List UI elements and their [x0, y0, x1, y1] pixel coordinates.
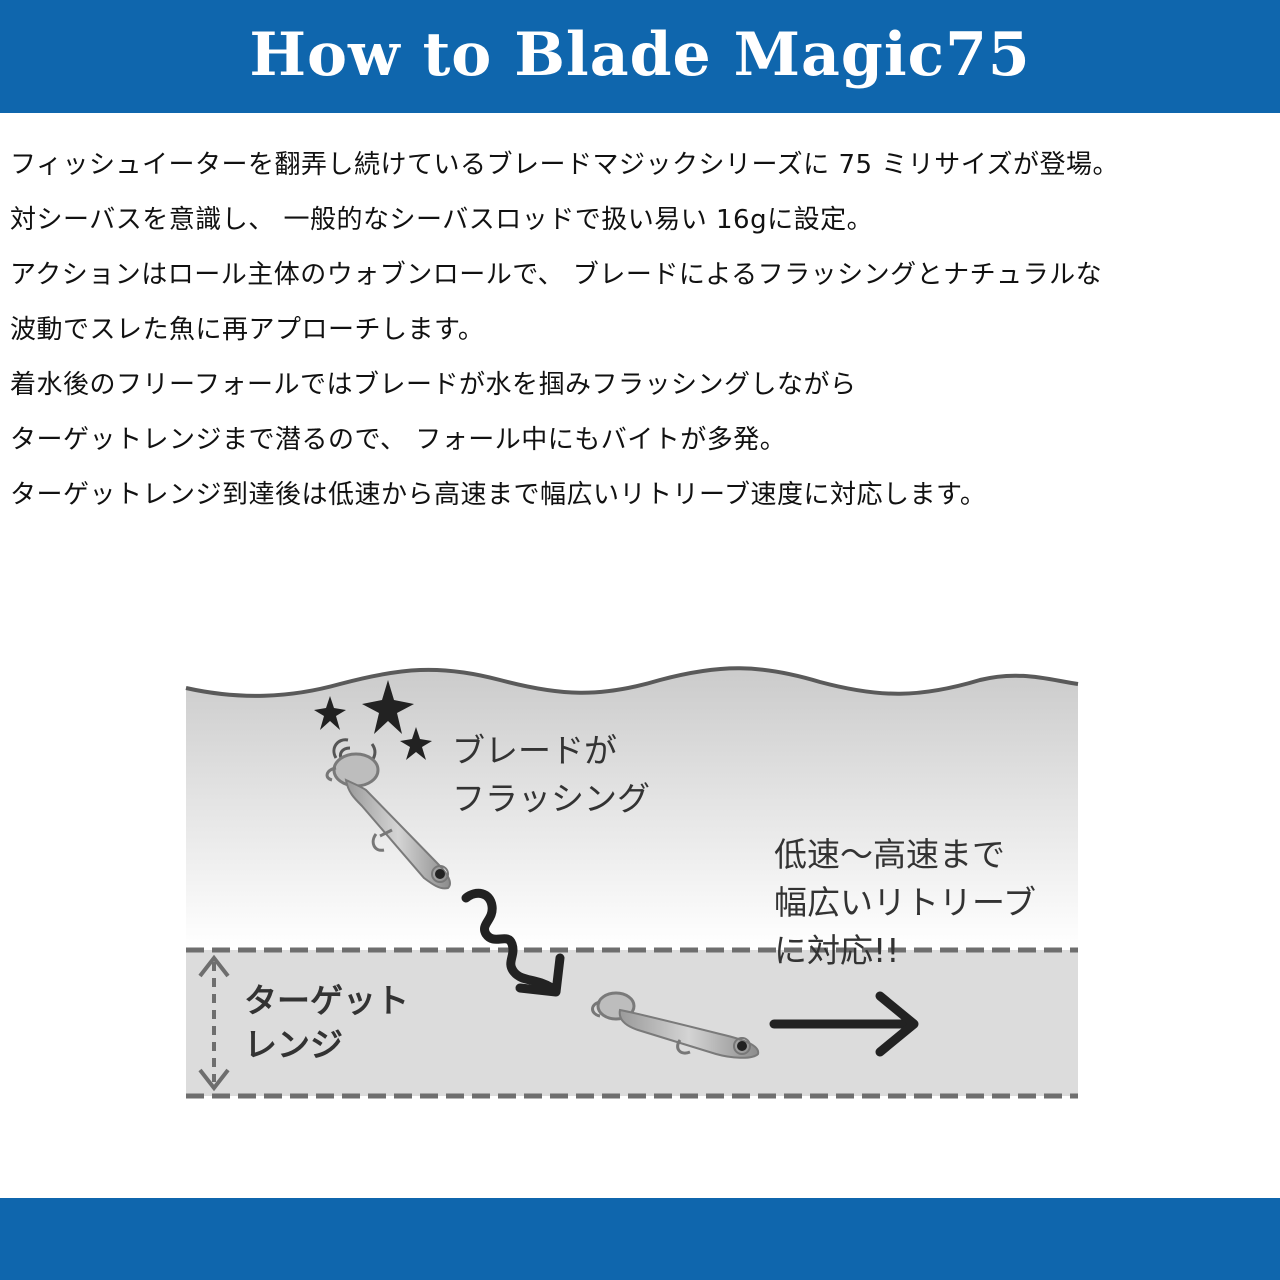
sparkle-icon [314, 680, 432, 760]
range-arrow-icon [198, 954, 230, 1092]
description-line: 波動でスレた魚に再アプローチします。 [10, 315, 485, 345]
right-arrow-icon [769, 991, 919, 1057]
water-surface-line [185, 666, 1079, 698]
flash-label-line: ブレードが [452, 731, 617, 770]
flash-label-line: フラッシング [452, 779, 650, 818]
description-line: フィッシュイーターを翻弄し続けているブレードマジックシリーズに 75 ミリサイズ… [10, 150, 1120, 180]
falling-lure-icon [325, 752, 451, 890]
range-label-line: レンジ [244, 1025, 343, 1064]
retrieving-lure-icon [591, 991, 760, 1059]
range-label-line: ターゲット [244, 981, 409, 1020]
water-area [186, 668, 1078, 948]
retrieve-label-line: 幅広いリトリーブ [774, 883, 1036, 922]
wavy-arrow-icon [461, 888, 565, 997]
description-line: 着水後のフリーフォールではブレードが水を掴みフラッシングしながら [10, 370, 857, 400]
footer-banner [0, 1198, 1280, 1280]
description-line: ターゲットレンジ到達後は低速から高速まで幅広いリトリーブ速度に対応します。 [10, 480, 987, 510]
description-line: 対シーバスを意識し、 一般的なシーバスロッドで扱い易い 16gに設定。 [10, 205, 874, 235]
retrieve-label-line: に対応!! [774, 931, 899, 970]
retrieve-label-line: 低速〜高速まで [774, 835, 1005, 874]
page-title: How to Blade Magic75 [249, 19, 1031, 90]
description-line: アクションはロール主体のウォブンロールで、 ブレードによるフラッシングとナチュラ… [10, 260, 1103, 290]
header-banner: How to Blade Magic75 [0, 0, 1280, 113]
description-text: フィッシュイーターを翻弄し続けているブレードマジックシリーズに 75 ミリサイズ… [10, 143, 1270, 528]
description-line: ターゲットレンジまで潜るので、 フォール中にもバイトが多発。 [10, 425, 787, 455]
